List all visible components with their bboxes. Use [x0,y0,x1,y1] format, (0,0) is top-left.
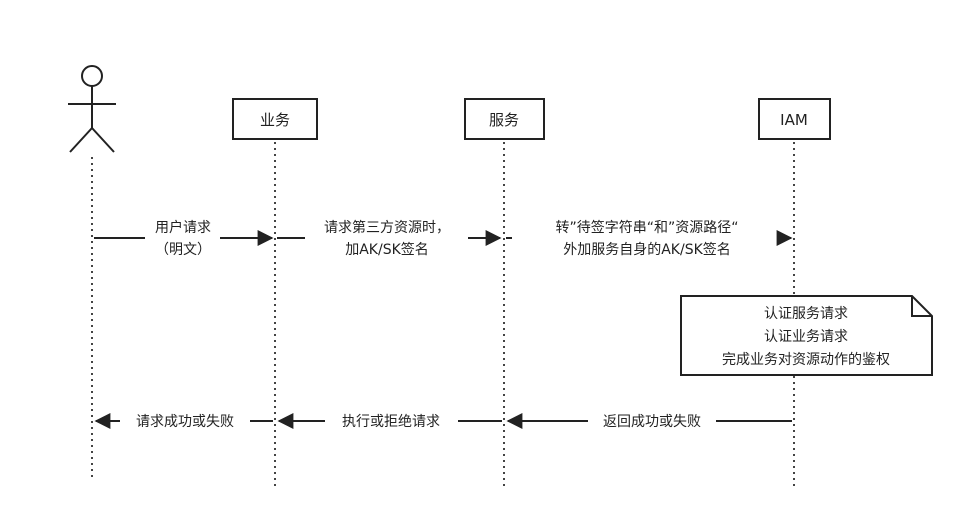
return-business-result-label: 请求成功或失败 [136,414,234,430]
message-forward-to-iam-line1: 转”待签字符串“和”资源路径“ [555,219,738,236]
person-icon [68,65,116,153]
message-user-request-line1: 用户请求 [155,219,211,236]
note-line3: 完成业务对资源动作的鉴权 [722,352,890,368]
message-forward-to-iam-line2: 外加服务自身的AK/SK签名 [563,241,731,258]
participant-service-label: 服务 [489,111,519,129]
message-forward-to-iam: 转”待签字符串“和”资源路径“ 外加服务自身的AK/SK签名 [506,219,793,258]
message-user-request: 用户请求 （明文） [94,219,274,258]
participant-iam-label: IAM [780,111,808,129]
message-sign-request-line1: 请求第三方资源时， [324,219,450,236]
participant-iam: IAM [758,98,831,140]
participant-business-label: 业务 [260,111,290,129]
participant-business: 业务 [232,98,318,140]
message-user-request-line2: （明文） [155,242,211,258]
return-service-result-label: 执行或拒绝请求 [342,414,440,430]
return-iam-result: 返回成功或失败 [506,413,792,430]
return-business-result: 请求成功或失败 [94,413,273,430]
return-service-result: 执行或拒绝请求 [277,413,502,430]
note-box: 认证服务请求 认证业务请求 完成业务对资源动作的鉴权 [680,295,933,376]
message-sign-request-line2: 加AK/SK签名 [345,241,429,258]
return-iam-result-label: 返回成功或失败 [603,414,701,430]
message-sign-request: 请求第三方资源时， 加AK/SK签名 [277,219,502,258]
note-line2: 认证业务请求 [764,329,848,345]
note-line1: 认证服务请求 [764,306,848,322]
participant-service: 服务 [464,98,545,140]
